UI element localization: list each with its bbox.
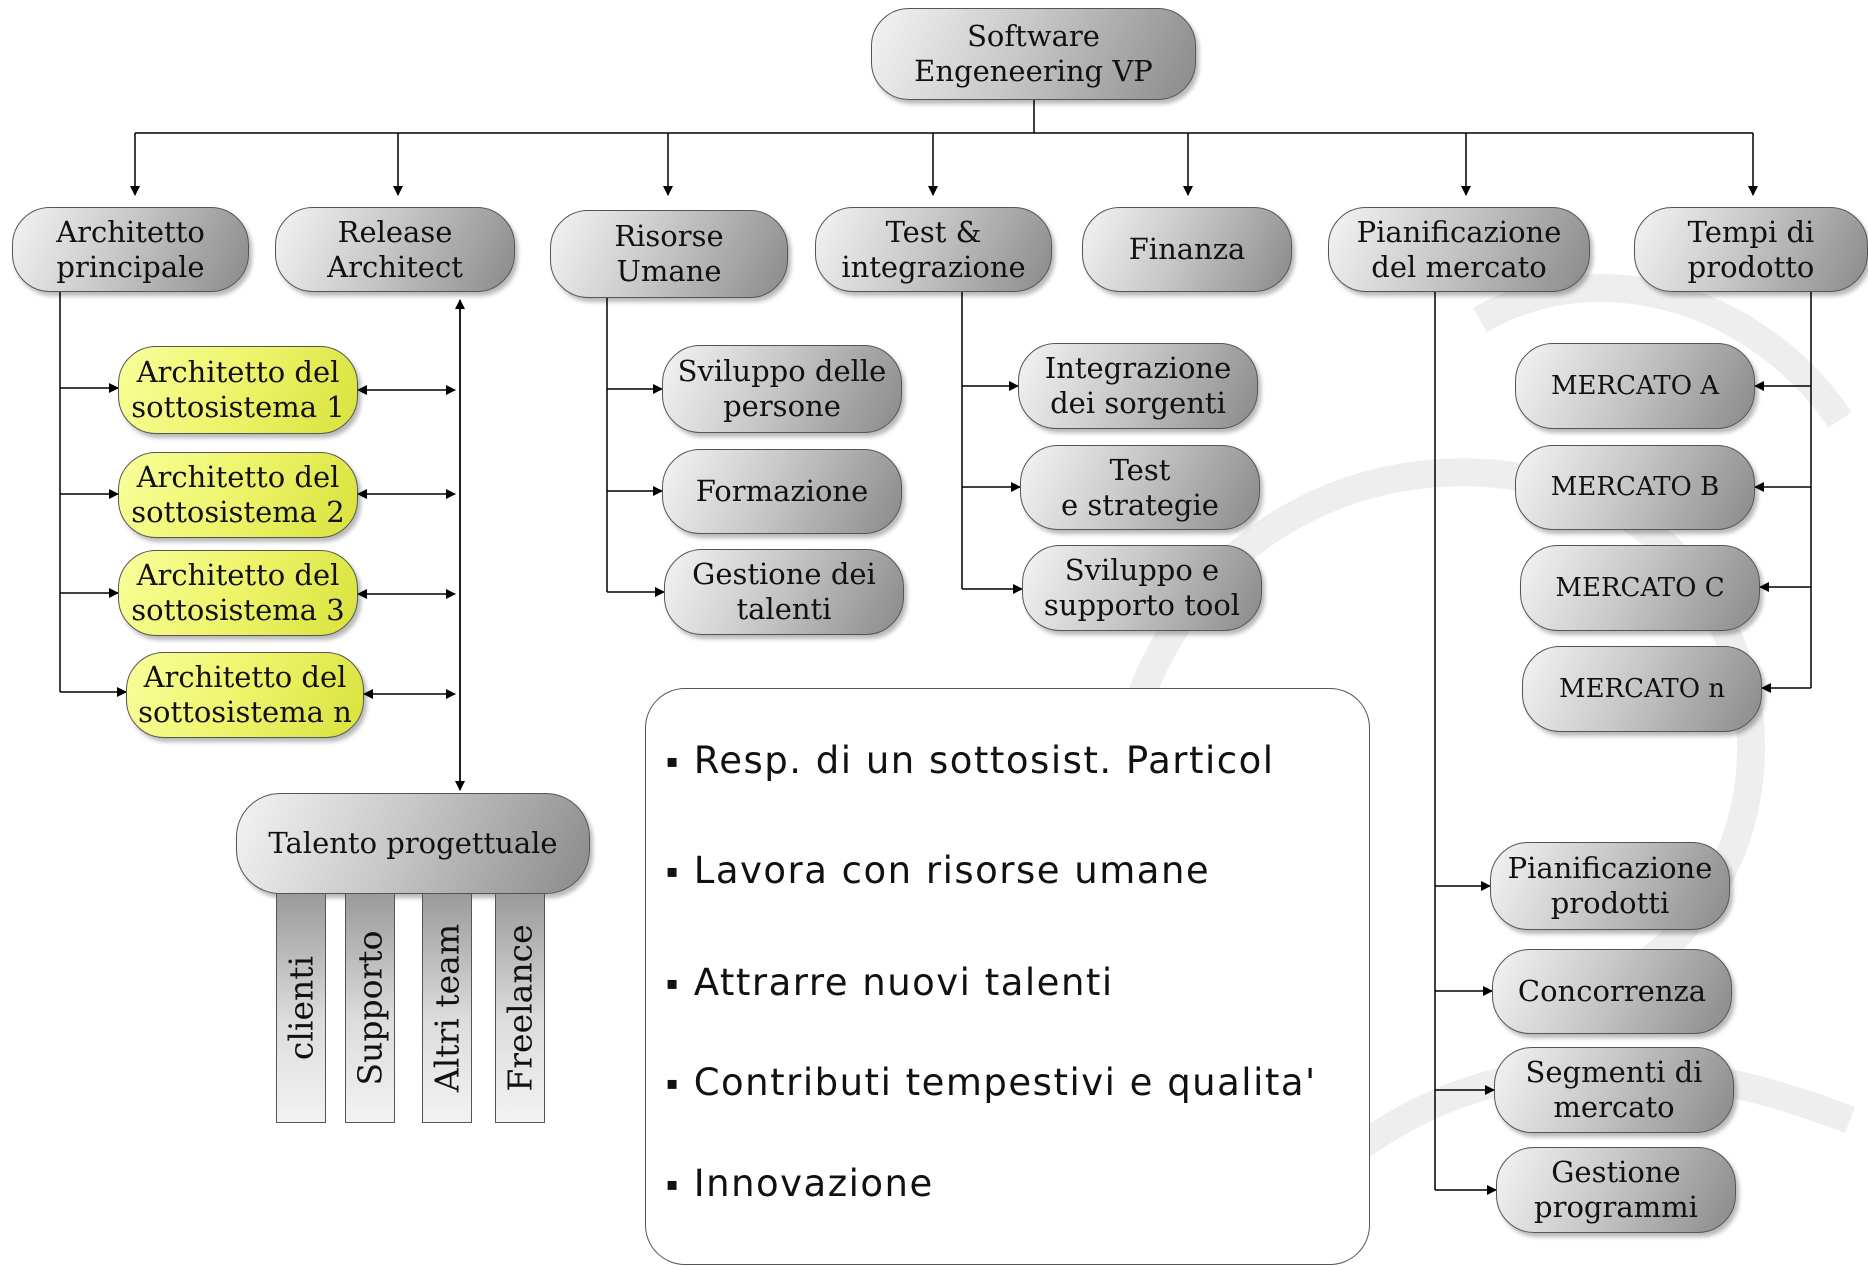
talent-source-clients: clienti [276,893,326,1123]
talent-source-clients-label: clienti [281,955,321,1061]
talent-pool-node: Talento progettuale [236,793,590,894]
talent-source-support-label: Supporto [350,930,390,1086]
dept-market-planning: Pianificazione del mercato [1328,207,1590,292]
test-strategies: Test e strategie [1020,445,1260,530]
market-c: MERCATO C [1520,545,1760,631]
talent-source-support: Supporto [345,893,395,1123]
note-item: Innovazione [666,1162,934,1205]
hr-talent-management: Gestione dei talenti [664,549,904,635]
planning-competition: Concorrenza [1492,949,1732,1034]
dept-chief-architect: Architetto principale [12,207,249,292]
dept-product-times: Tempi di prodotto [1634,207,1868,292]
planning-program-management: Gestione programmi [1496,1147,1736,1233]
note-item: Contributi tempestivi e qualita' [666,1061,1317,1104]
note-item: Resp. di un sottosist. Particol [666,739,1275,782]
subsystem-architect-n: Architetto del sottosistema n [126,652,364,738]
dept-hr: Risorse Umane [550,210,788,298]
dept-finance: Finanza [1082,207,1292,292]
talent-source-other-teams-label: Altri team [427,923,467,1093]
market-n: MERCATO n [1522,646,1762,732]
subsystem-architect-3: Architetto del sottosistema 3 [118,550,358,636]
test-tool-support: Sviluppo e supporto tool [1022,545,1262,631]
market-a: MERCATO A [1515,343,1755,429]
planning-products: Pianificazione prodotti [1490,842,1730,930]
note-item: Lavora con risorse umane [666,849,1210,892]
subsystem-architect-2: Architetto del sottosistema 2 [118,452,358,538]
subsystem-architect-1: Architetto del sottosistema 1 [118,346,358,434]
hr-training: Formazione [662,449,902,534]
talent-source-other-teams: Altri team [422,893,472,1123]
market-b: MERCATO B [1515,445,1755,530]
talent-source-freelance: Freelance [495,893,545,1123]
dept-release-architect: Release Architect [275,207,515,292]
planning-market-segments: Segmenti di mercato [1494,1047,1734,1133]
note-item: Attrarre nuovi talenti [666,961,1114,1004]
notes-box: Resp. di un sottosist. Particol Lavora c… [645,688,1370,1265]
root-node-vp: Software Engeneering VP [871,8,1196,100]
dept-test: Test & integrazione [815,207,1052,292]
hr-people-development: Sviluppo delle persone [662,345,902,433]
talent-source-freelance-label: Freelance [500,924,540,1092]
test-source-integration: Integrazione dei sorgenti [1018,343,1258,429]
